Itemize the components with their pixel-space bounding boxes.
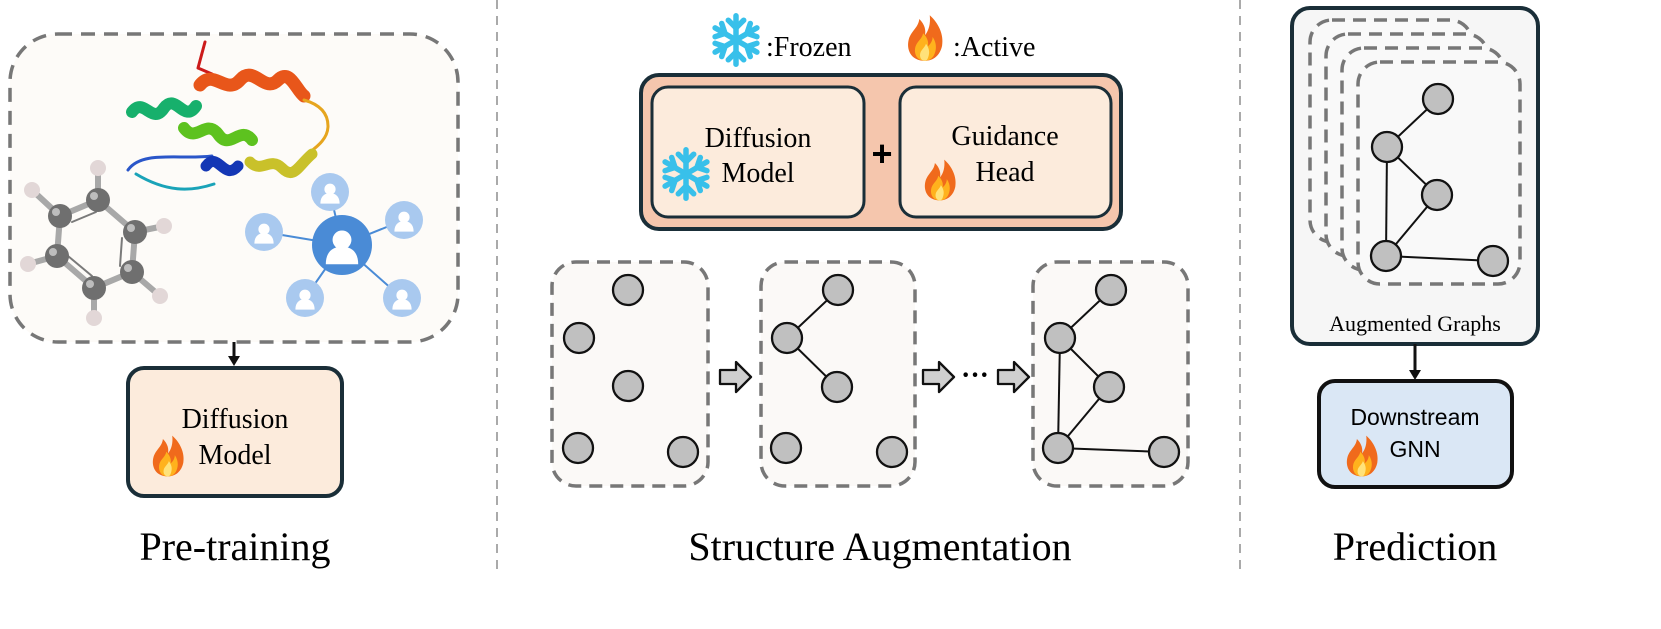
caption-augmentation: Structure Augmentation: [688, 524, 1071, 569]
gnn-line1: Downstream: [1350, 404, 1479, 430]
user-icon: [312, 215, 372, 275]
graph-node: [1043, 321, 1077, 355]
caption-prediction: Prediction: [1333, 524, 1497, 569]
arrow-icon: [996, 360, 1031, 394]
graph-node: [1094, 273, 1128, 307]
user-icon: [385, 201, 423, 239]
user-icon: [383, 279, 421, 317]
fire-icon: [908, 15, 943, 61]
graph-node: [1476, 244, 1510, 278]
legend-active: :Active: [953, 32, 1035, 63]
diffusion-line2: Model: [721, 158, 794, 189]
ellipsis: ···: [961, 360, 989, 391]
graph-node: [561, 431, 595, 465]
graph-node: [1092, 370, 1126, 404]
graph-node: [770, 321, 804, 355]
graph-node: [562, 321, 596, 355]
diffusion-line1: Diffusion: [705, 123, 812, 154]
caption-pretraining: Pre-training: [139, 524, 330, 569]
pretrain-model-line1: Diffusion: [182, 404, 289, 435]
gnn-line2: GNN: [1389, 436, 1440, 462]
guidance-line1: Guidance: [951, 121, 1058, 152]
arrow-icon: [921, 360, 956, 394]
graph-node: [611, 273, 645, 307]
plus-sign: +: [871, 133, 892, 174]
graph-node: [1370, 130, 1404, 164]
graph-node: [666, 435, 700, 469]
guidance-line2: Head: [975, 157, 1034, 188]
user-icon: [245, 213, 283, 251]
augmented-graph-card: [1356, 60, 1522, 286]
protein-icon: [126, 40, 330, 191]
molecule-icon: [20, 160, 172, 326]
graph-node: [1369, 239, 1403, 273]
downstream-gnn-box: [1317, 379, 1514, 489]
graph-node: [820, 370, 854, 404]
arrow-icon: [228, 342, 240, 366]
user-icon: [311, 173, 349, 211]
graph-node: [769, 431, 803, 465]
social-network: [245, 173, 423, 317]
graph-node: [1041, 431, 1075, 465]
graph-node: [611, 369, 645, 403]
legend-frozen: :Frozen: [766, 32, 852, 63]
pretrain-model-line2: Model: [198, 440, 271, 471]
arrow-icon: [1409, 344, 1421, 380]
arrow-icon: [718, 360, 753, 394]
user-icon: [286, 279, 324, 317]
graph-node: [1421, 82, 1455, 116]
augmented-graphs-label: Augmented Graphs: [1329, 311, 1501, 336]
snowflake-icon: [715, 16, 757, 64]
graph-node: [1147, 435, 1181, 469]
graph-node: [821, 273, 855, 307]
graph-node: [1420, 178, 1454, 212]
graph-node: [875, 435, 909, 469]
